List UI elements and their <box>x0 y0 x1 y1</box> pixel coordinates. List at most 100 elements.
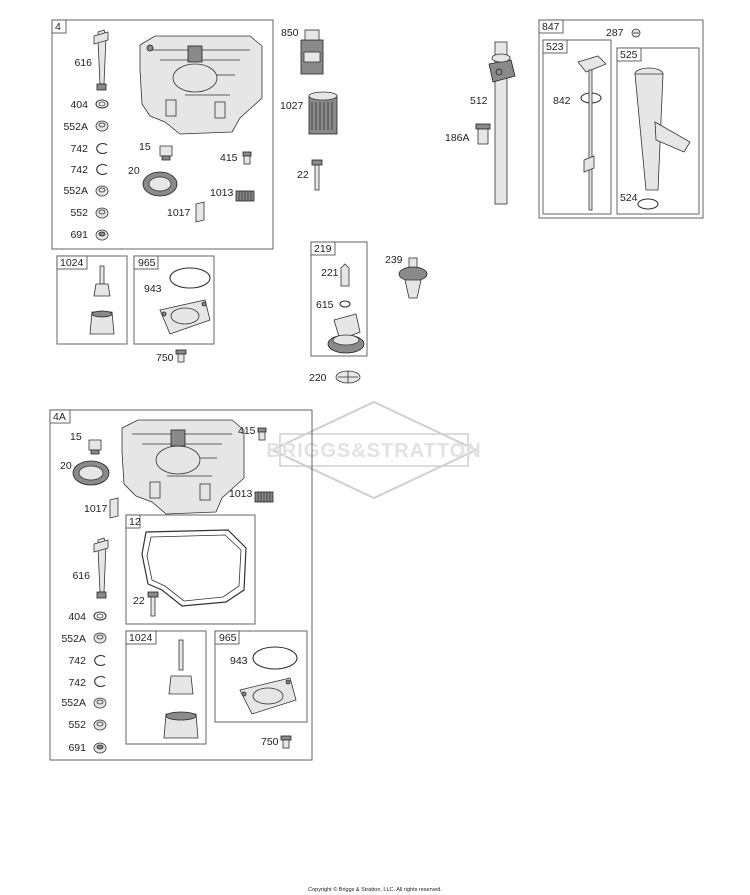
group-4a-number: 4A <box>53 411 66 423</box>
part-742-icon[interactable] <box>94 675 106 688</box>
group-1024-number: 1024 <box>129 632 153 644</box>
part-552-icon[interactable] <box>93 719 107 731</box>
part-415-icon[interactable] <box>242 151 252 165</box>
part-15-plug-icon[interactable] <box>88 439 102 455</box>
part-552a-icon[interactable] <box>95 120 109 132</box>
label-415: 415 <box>238 425 256 437</box>
part-20-seal-icon[interactable] <box>142 171 178 197</box>
part-22-bolt-icon[interactable] <box>147 591 159 617</box>
label-750: 750 <box>261 736 279 748</box>
crankcase-cover-icon[interactable] <box>139 35 263 135</box>
part-15-plug-icon[interactable] <box>159 145 173 161</box>
group-965-top[interactable]: 965 943 <box>133 255 215 345</box>
part-1017-icon[interactable] <box>195 201 205 223</box>
part-750-bolt-icon[interactable] <box>175 349 187 363</box>
label-616: 616 <box>72 570 90 582</box>
part-1017-icon[interactable] <box>109 497 119 519</box>
gasket-ring-icon[interactable] <box>252 646 298 670</box>
group-965-number: 965 <box>138 257 156 269</box>
part-22-bolt-icon[interactable] <box>311 159 323 191</box>
part-615-washer-icon[interactable] <box>339 300 351 308</box>
label-287: 287 <box>606 27 624 39</box>
filter-housing-icon[interactable] <box>239 677 297 715</box>
label-524: 524 <box>620 192 638 204</box>
part-691-icon[interactable] <box>93 742 107 754</box>
part-750-bolt-icon[interactable] <box>280 735 292 749</box>
part-850-sealant-tube-icon[interactable] <box>300 29 324 75</box>
part-oil-fill-tube-icon[interactable] <box>634 67 691 191</box>
part-221-pin-icon[interactable] <box>340 263 350 287</box>
label-221: 221 <box>321 267 339 279</box>
label-616: 616 <box>74 57 92 69</box>
group-1024-number: 1024 <box>60 257 84 269</box>
group-847-tab <box>538 19 564 34</box>
part-1013-icon[interactable] <box>235 190 255 202</box>
group-4a[interactable]: 4A 15 20 415 1013 1017 616 404 552A <box>49 409 313 761</box>
part-616-icon[interactable] <box>93 537 109 599</box>
label-404: 404 <box>68 611 86 623</box>
group-4[interactable]: 4 616 404 552A 742 742 552A 552 691 <box>51 19 274 250</box>
part-842-dipstick-icon[interactable] <box>577 55 607 211</box>
label-512: 512 <box>470 95 488 107</box>
label-1017: 1017 <box>167 207 191 219</box>
gasket-icon[interactable] <box>141 529 247 607</box>
label-842: 842 <box>553 95 571 107</box>
part-742-icon[interactable] <box>94 654 106 667</box>
part-220-washer-icon[interactable] <box>335 370 361 384</box>
part-552a-icon[interactable] <box>95 185 109 197</box>
part-552a-icon[interactable] <box>93 632 107 644</box>
part-239-valve-icon[interactable] <box>398 257 428 299</box>
governor-shaft-icon[interactable] <box>163 639 199 739</box>
group-12-tab <box>125 514 141 529</box>
group-525-tab <box>616 47 642 62</box>
part-1027-oil-filter-icon[interactable] <box>308 91 338 135</box>
group-12[interactable]: 12 22 <box>125 514 256 625</box>
group-1024-tab <box>56 255 88 270</box>
label-20: 20 <box>128 165 140 177</box>
crankcase-cover-icon[interactable] <box>121 419 245 515</box>
label-20: 20 <box>60 460 72 472</box>
part-742-icon[interactable] <box>96 163 108 176</box>
group-4-tab <box>51 19 67 34</box>
part-404-icon[interactable] <box>93 611 107 621</box>
part-1013-icon[interactable] <box>254 491 274 503</box>
part-287-screw-icon[interactable] <box>631 28 641 38</box>
group-965-bottom[interactable]: 965 943 <box>214 630 308 723</box>
part-691-icon[interactable] <box>95 229 109 241</box>
part-415-icon[interactable] <box>257 427 267 441</box>
label-186a: 186A <box>445 132 470 144</box>
part-186a-grommet-icon[interactable] <box>475 123 491 145</box>
part-552-icon[interactable] <box>95 207 109 219</box>
filter-housing-icon[interactable] <box>159 299 211 335</box>
label-22: 22 <box>133 595 145 607</box>
group-12-frame <box>125 514 256 625</box>
label-552a: 552A <box>63 185 88 197</box>
part-616-icon[interactable] <box>93 29 109 91</box>
governor-shaft-icon[interactable] <box>89 265 115 335</box>
label-1017: 1017 <box>84 503 108 515</box>
group-1024-tab <box>125 630 157 645</box>
label-943: 943 <box>144 283 162 295</box>
group-847[interactable]: 847 287 523 842 525 524 <box>538 19 704 219</box>
group-1024-bottom[interactable]: 1024 <box>125 630 207 745</box>
group-219[interactable]: 219 221 615 <box>310 241 368 357</box>
label-22: 22 <box>297 169 309 181</box>
copyright-text: Copyright © Briggs & Stratton, LLC. All … <box>308 886 442 893</box>
label-552a: 552A <box>61 697 86 709</box>
gasket-ring-icon[interactable] <box>169 267 211 289</box>
part-552a-icon[interactable] <box>93 697 107 709</box>
part-404-icon[interactable] <box>95 99 109 109</box>
label-220: 220 <box>309 372 327 384</box>
label-750: 750 <box>156 352 174 364</box>
group-965-frame <box>133 255 215 345</box>
part-20-seal-icon[interactable] <box>72 460 110 486</box>
part-524-seal-icon[interactable] <box>637 198 659 210</box>
group-1024-top[interactable]: 1024 <box>56 255 128 345</box>
label-415: 415 <box>220 152 238 164</box>
governor-gear-icon[interactable] <box>327 313 365 354</box>
group-965-tab <box>214 630 240 645</box>
group-523-frame <box>542 39 612 215</box>
part-742-icon[interactable] <box>96 142 108 155</box>
part-512-dipstick-tube-icon[interactable] <box>488 41 516 205</box>
